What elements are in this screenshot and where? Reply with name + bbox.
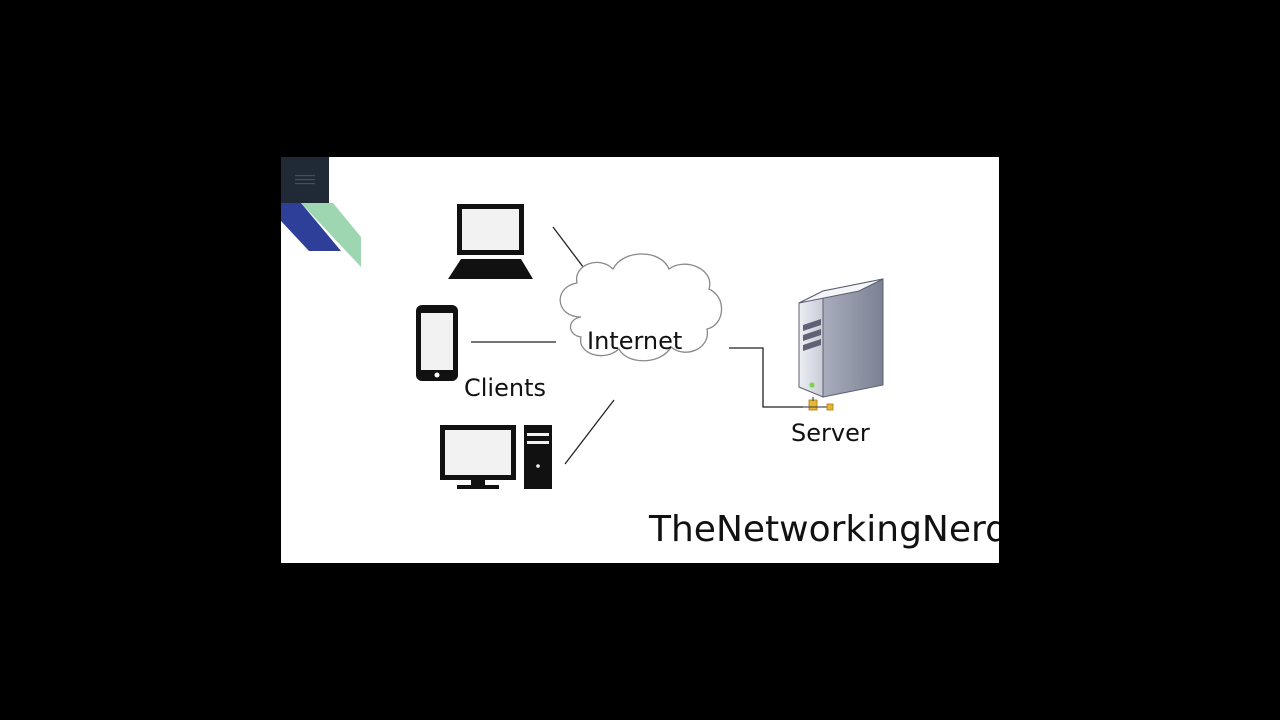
menu-icon	[295, 175, 315, 185]
clients-label: Clients	[464, 374, 546, 402]
brand-watermark: TheNetworkingNerd	[649, 509, 999, 550]
edge-internet-server	[729, 347, 803, 408]
server-tower-icon	[798, 278, 884, 411]
slide: Internet Clients Server TheNetworkingNer…	[281, 157, 999, 563]
connections	[471, 226, 803, 465]
edge-desktop-internet	[564, 399, 615, 465]
corner-blue-stripe	[281, 193, 341, 251]
corner-decoration	[281, 193, 361, 267]
smartphone-icon	[416, 305, 458, 381]
player-menu-button[interactable]	[281, 157, 329, 203]
network-diagram	[281, 193, 884, 489]
internet-label: Internet	[587, 327, 683, 355]
laptop-icon	[448, 204, 533, 279]
cloud-icon	[559, 253, 723, 362]
desktop-computer-icon	[440, 425, 552, 489]
corner-green-stripe	[301, 203, 361, 267]
server-label: Server	[791, 419, 870, 447]
